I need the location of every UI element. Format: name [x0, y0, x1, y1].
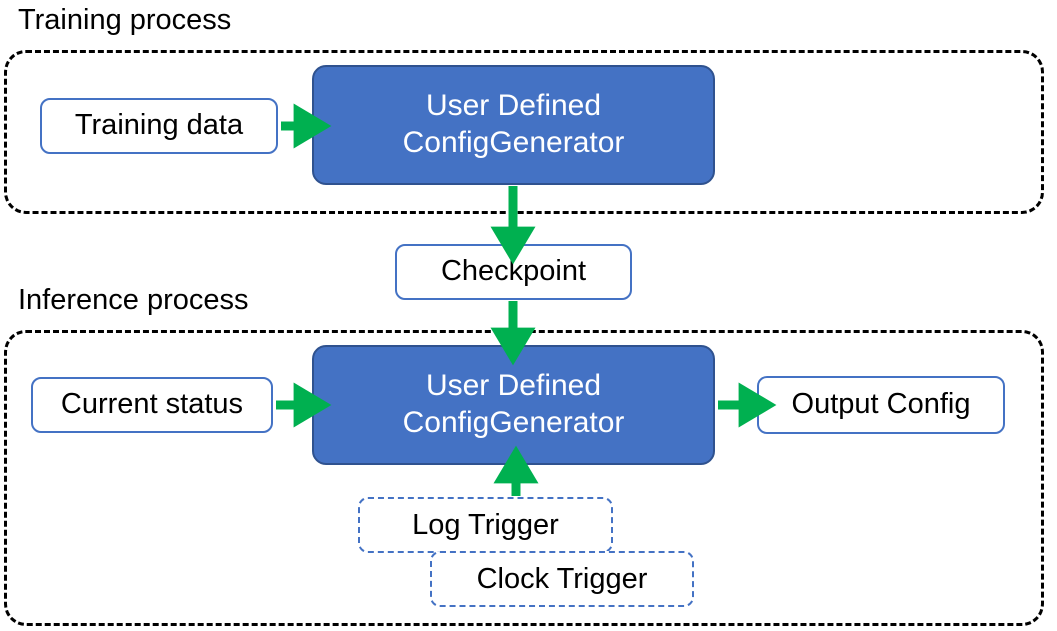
checkpoint-label: Checkpoint — [440, 255, 587, 288]
current-status-box[interactable]: Current status — [31, 377, 273, 433]
training-config-generator-line1: User Defined — [425, 89, 602, 123]
training-config-generator-box[interactable]: User Defined ConfigGenerator — [312, 65, 715, 185]
output-config-label: Output Config — [791, 388, 971, 421]
output-config-box[interactable]: Output Config — [757, 376, 1005, 434]
log-trigger-box[interactable]: Log Trigger — [358, 497, 613, 553]
training-data-label: Training data — [74, 109, 244, 142]
log-trigger-label: Log Trigger — [412, 508, 559, 541]
training-process-title: Training process — [18, 4, 232, 36]
inference-config-generator-line2: ConfigGenerator — [402, 406, 625, 439]
current-status-label: Current status — [60, 388, 244, 421]
checkpoint-box[interactable]: Checkpoint — [395, 244, 632, 300]
clock-trigger-label: Clock Trigger — [476, 562, 648, 595]
training-process-container — [4, 50, 1044, 214]
inference-config-generator-box[interactable]: User Defined ConfigGenerator — [312, 345, 715, 465]
inference-config-generator-line1: User Defined — [425, 369, 602, 403]
training-data-box[interactable]: Training data — [40, 98, 278, 154]
inference-process-title: Inference process — [18, 284, 249, 316]
clock-trigger-box[interactable]: Clock Trigger — [430, 551, 694, 607]
training-config-generator-line2: ConfigGenerator — [402, 126, 625, 159]
